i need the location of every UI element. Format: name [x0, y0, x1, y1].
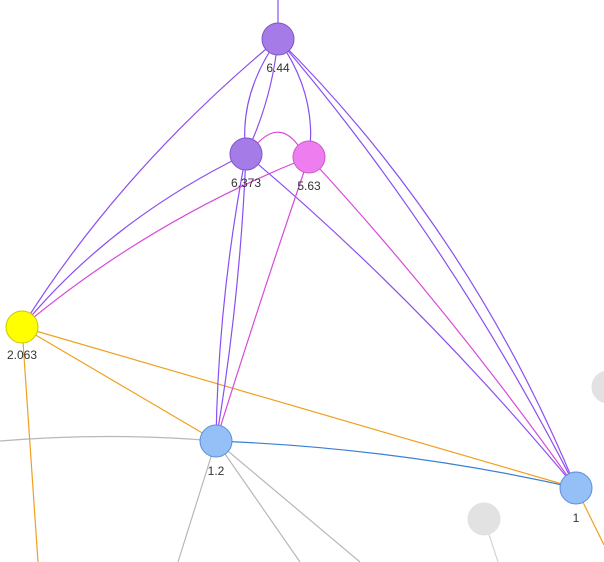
edge-orange-2.063-to-1: [21, 326, 577, 489]
edge-magenta-5.63-to-1.2: [215, 156, 310, 442]
edge-gray-1.2-down-1: [177, 440, 217, 562]
node-gray-partial-right[interactable]: [591, 370, 604, 404]
node-label-1.2: 1.2: [208, 464, 225, 478]
edge-gray-offscreen-left-to-1.2: [0, 435, 217, 442]
node-label-2.063: 2.063: [7, 348, 37, 362]
edge-blue-1.2-to-1: [215, 440, 577, 489]
node-1.2[interactable]: [199, 424, 233, 458]
node-label-1: 1: [573, 511, 580, 525]
edge-gray-1.2-down-3: [215, 440, 361, 562]
node-gray-bottom[interactable]: [467, 502, 501, 536]
edge-purple-6.44-to-5.63: [277, 38, 312, 158]
edge-orange-2.063-to-1.2: [21, 326, 217, 442]
edge-purple-6.44-to-2.063: [21, 38, 279, 328]
node-2.063[interactable]: [5, 310, 39, 344]
node-label-6.44: 6.44: [266, 61, 290, 75]
edge-purple-6.373-to-1.2-a: [215, 153, 247, 442]
edge-purple-6.44-to-6.373-a: [244, 38, 279, 155]
edge-purple-6.373-to-1: [245, 153, 577, 489]
edge-purple-6.373-to-2.063: [21, 153, 247, 328]
edge-orange-2.063-down: [21, 326, 39, 562]
node-label-6.373: 6.373: [231, 176, 261, 190]
edge-gray-1.2-down-2: [215, 440, 301, 562]
node-6.44[interactable]: [261, 22, 295, 56]
edge-magenta-5.63-to-2.063: [21, 156, 310, 328]
edge-purple-6.373-to-1.2-b: [215, 153, 247, 442]
node-label-5.63: 5.63: [297, 179, 321, 193]
node-1[interactable]: [559, 471, 593, 505]
node-5.63[interactable]: [292, 140, 326, 174]
edge-purple-6.44-to-6.373-b: [245, 38, 279, 155]
labels-layer: 6.44 6.373 5.63 2.063 1.2 1: [7, 61, 580, 525]
nodes-layer: [5, 22, 604, 536]
edge-magenta-5.63-to-1: [308, 156, 577, 489]
edge-magenta-6.373-to-5.63-arc: [255, 131, 301, 149]
node-6.373[interactable]: [229, 137, 263, 171]
edge-purple-6.44-to-1-b: [277, 38, 577, 489]
edge-purple-6.44-to-1-a: [277, 38, 577, 489]
